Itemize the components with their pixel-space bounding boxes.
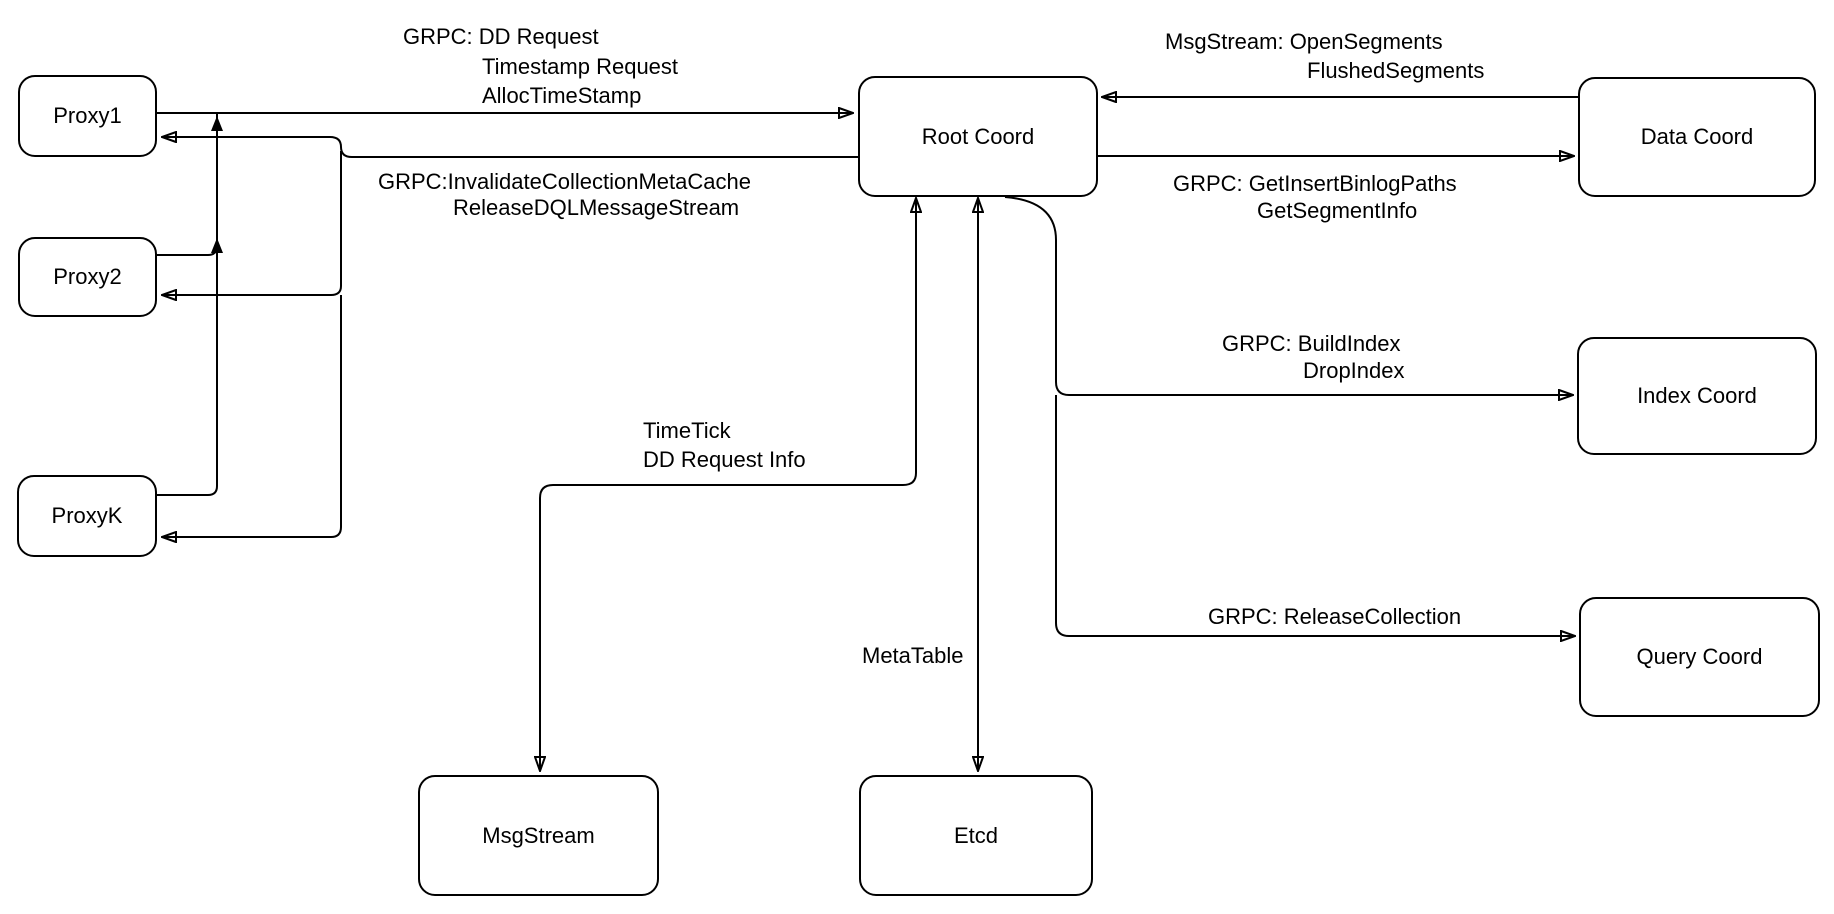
edge-label-build-index-line2: DropIndex (1303, 358, 1405, 383)
node-proxy1: Proxy1 (18, 75, 157, 157)
connector-rootcoord-to-proxy2 (163, 151, 342, 295)
edge-label-get-insert-binlog-line2: GetSegmentInfo (1257, 198, 1418, 223)
node-etcd: Etcd (859, 775, 1093, 896)
edge-label-dd-request-line2: Timestamp Request (482, 54, 679, 79)
upflow-arrowhead-top (211, 116, 223, 131)
node-data-coord: Data Coord (1578, 77, 1816, 197)
edge-label-release-collection: GRPC: ReleaseCollection (1208, 604, 1462, 629)
edge-label-open-segments-line2: FlushedSegments (1307, 58, 1485, 83)
node-proxyk: ProxyK (17, 475, 157, 557)
edge-label-open-segments-line1: MsgStream: OpenSegments (1165, 29, 1443, 54)
node-proxy2: Proxy2 (18, 237, 157, 317)
connector-proxyk-stub (157, 485, 218, 496)
connector-rootcoord-msgstream (540, 199, 916, 770)
node-query-coord: Query Coord (1579, 597, 1820, 717)
edge-label-dd-request-line3: AllocTimeStamp (482, 83, 642, 108)
edge-label-invalidate-cache-line2: ReleaseDQLMessageStream (453, 195, 740, 220)
connector-rootcoord-to-indexcoord (1004, 196, 1572, 395)
node-data-coord-label: Data Coord (1640, 124, 1754, 149)
connector-rootcoord-to-querycoord (1055, 395, 1574, 636)
edge-label-meta-table: MetaTable (862, 643, 964, 668)
node-index-coord: Index Coord (1577, 337, 1817, 455)
edge-label-time-tick-line1: TimeTick (643, 418, 731, 443)
node-proxyk-label: ProxyK (51, 503, 123, 528)
edge-label-get-insert-binlog-line1: GRPC: GetInsertBinlogPaths (1173, 171, 1457, 196)
node-proxy1-label: Proxy1 (53, 103, 122, 128)
edge-label-time-tick-line2: DD Request Info (643, 447, 806, 472)
node-root-coord-label: Root Coord (921, 123, 1035, 149)
node-msgstream: MsgStream (418, 775, 659, 896)
connector-rootcoord-to-proxyk (163, 295, 342, 537)
connector-proxy2-stub (157, 245, 218, 256)
node-query-coord-label: Query Coord (1636, 644, 1763, 669)
edge-label-dd-request-line1: GRPC: DD Request (403, 24, 599, 49)
node-index-coord-label: Index Coord (1637, 383, 1757, 408)
node-root-coord: Root Coord (858, 76, 1098, 197)
upflow-arrowhead-mid (211, 238, 223, 253)
node-proxy2-label: Proxy2 (53, 264, 122, 289)
node-etcd-label: Etcd (953, 822, 999, 848)
edge-label-invalidate-cache-line1: GRPC:InvalidateCollectionMetaCache (378, 169, 751, 194)
connector-rootcoord-to-proxy1 (163, 137, 858, 158)
edge-label-build-index-line1: GRPC: BuildIndex (1222, 331, 1401, 356)
node-msgstream-label: MsgStream (482, 822, 595, 848)
